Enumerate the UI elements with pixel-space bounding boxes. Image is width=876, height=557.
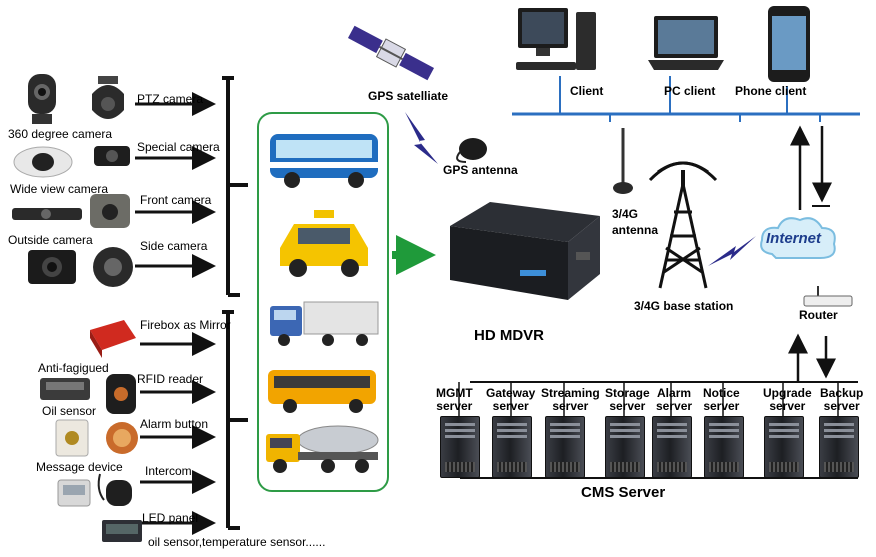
peripheral-bracket [222, 310, 248, 530]
taxi-icon [280, 210, 368, 277]
lightning-internet-icon [708, 236, 756, 266]
server-label-gateway: Gateway server [486, 386, 536, 413]
led-panel-icon [102, 520, 142, 542]
tanker-truck-icon [266, 425, 379, 473]
lightning-gps-icon [405, 112, 438, 164]
pc-client-label: PC client [664, 84, 716, 98]
base-station-tower-icon [648, 161, 718, 289]
server-label-backup: Backup server [820, 386, 864, 413]
notice-server-icon [704, 416, 744, 478]
firebox-icon [90, 320, 136, 358]
desktop-client-icon [516, 8, 596, 70]
wide-view-camera-icon [13, 146, 73, 178]
camera-label-ptz: PTZ camera [137, 92, 204, 106]
ptz-camera-icon [92, 76, 124, 119]
truck-icon [270, 301, 379, 346]
peripheral-label-message-device: Message device [36, 460, 123, 474]
upgrade-server-icon [764, 416, 804, 478]
mgmt-server-icon [440, 416, 480, 478]
intercom-icon [97, 473, 132, 506]
client-label: Client [570, 84, 604, 98]
peripheral-label-oil-sensor: Oil sensor [42, 404, 97, 418]
cms-server-label: CMS Server [581, 484, 666, 501]
router-icon [803, 286, 853, 307]
mdvr-label: HD MDVR [474, 327, 544, 344]
antenna-3g-icon [613, 128, 633, 194]
peripheral-label-alarm-button: Alarm button [140, 417, 209, 431]
streaming-server-icon [545, 416, 585, 478]
server-label-upgrade: Upgrade server [763, 386, 812, 413]
server-label-mgmt: MGMT server [436, 386, 473, 413]
peripheral-label-led-panel: LED panel [142, 511, 199, 525]
camera-label-wide: Wide view camera [10, 182, 109, 196]
camera-bracket [222, 76, 248, 297]
gateway-server-icon [492, 416, 532, 478]
backup-server-icon [819, 416, 859, 478]
camera-label-side: Side camera [140, 239, 208, 253]
oil-sensor-icon [55, 419, 89, 457]
gps-satellite-icon [347, 25, 435, 81]
camera-label-360: 360 degree camera [8, 127, 113, 141]
message-device-icon [57, 479, 91, 507]
rfid-reader-icon [106, 374, 136, 414]
front-camera-icon [90, 194, 130, 228]
anti-fatigue-icon [40, 378, 90, 400]
server-label-notice: Notice server [703, 386, 740, 413]
internet-cloud-icon [760, 217, 836, 259]
router-label: Router [799, 308, 838, 322]
peripheral-label-intercom: Intercom [145, 464, 192, 478]
laptop-client-icon [648, 16, 724, 70]
gps-antenna-icon [456, 138, 487, 163]
camera-label-special: Special camera [137, 140, 220, 154]
server-label-alarm: Alarm server [656, 386, 693, 413]
special-camera-icon [94, 146, 130, 166]
outside-camera-icon [12, 208, 82, 220]
peripheral-label-anti-fatigue: Anti-fagigued [38, 361, 109, 375]
alarm-button-icon [106, 422, 138, 454]
server-label-storage: Storage server [605, 386, 650, 413]
school-bus-icon [268, 370, 376, 413]
side-camera-icon [28, 250, 76, 284]
antenna-3g-label: 3/4G antenna [612, 207, 659, 237]
gps-antenna-label: GPS antenna [443, 163, 518, 177]
camera-label-outside: Outside camera [8, 233, 93, 247]
mdvr-device-icon [450, 202, 600, 300]
camera-label-front: Front camera [140, 193, 212, 207]
peripheral-label-more-sensors: oil sensor,temperature sensor...... [148, 535, 326, 549]
vehicle-frame [257, 112, 389, 492]
alarm-server-icon [652, 416, 692, 478]
gps-satellite-label: GPS satelliate [368, 89, 449, 103]
phone-client-label: Phone client [735, 84, 807, 98]
storage-server-icon [605, 416, 645, 478]
base-station-label: 3/4G base station [634, 299, 734, 313]
phone-client-icon [768, 6, 810, 82]
bus-icon [270, 134, 378, 188]
peripheral-label-rfid: RFID reader [137, 372, 204, 386]
side-camera-2-icon [93, 247, 133, 287]
camera-360-icon [28, 74, 56, 124]
internet-label: Internet [766, 230, 822, 247]
server-label-streaming: Streaming server [541, 386, 600, 413]
peripheral-label-firebox: Firebox as Mirror [140, 318, 231, 332]
